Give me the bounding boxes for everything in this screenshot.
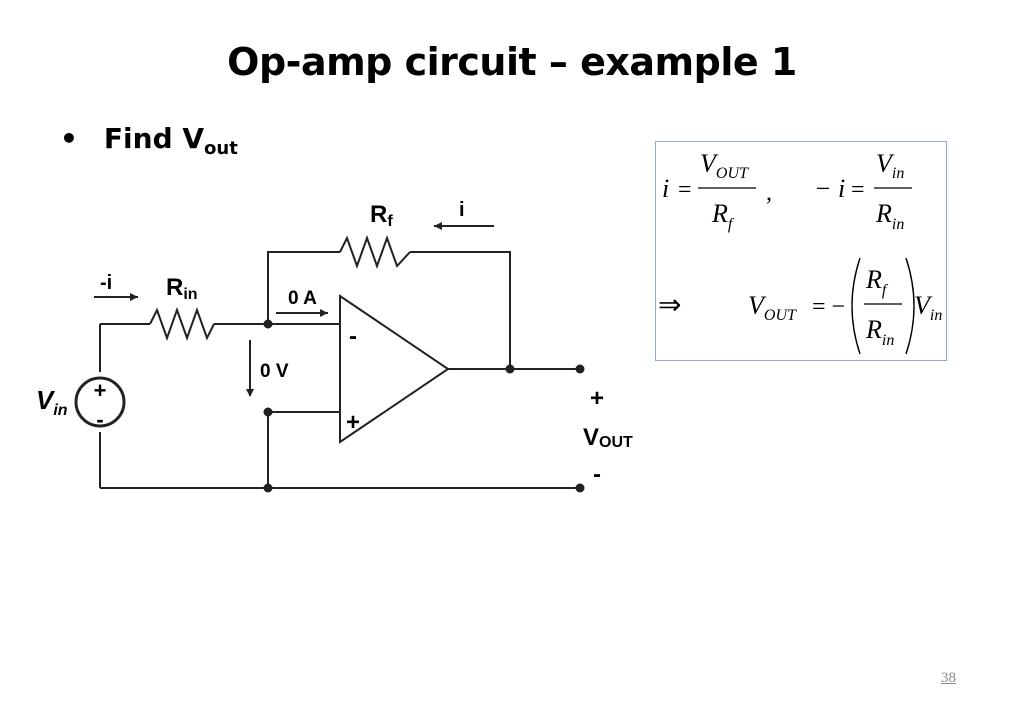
res-lhs: VOUT bbox=[748, 291, 797, 324]
node-output-feedback bbox=[505, 364, 515, 374]
rin-label: Rin bbox=[166, 274, 198, 303]
page-number: 38 bbox=[941, 670, 956, 686]
bullet-text: Find V bbox=[103, 122, 205, 155]
opamp-triangle bbox=[339, 294, 450, 444]
resistor-rf bbox=[339, 235, 411, 269]
eq2-num: Vin bbox=[876, 149, 904, 182]
arrowhead-0a bbox=[320, 309, 328, 317]
eq2-den: Rin bbox=[875, 199, 904, 233]
out-label: VOUT bbox=[583, 424, 633, 451]
node-ground-mid bbox=[263, 483, 273, 493]
node-inverting bbox=[263, 319, 273, 329]
eq1-den: Rf bbox=[711, 199, 735, 233]
eq2-eq: = bbox=[851, 177, 865, 203]
arrowhead-i bbox=[434, 222, 442, 230]
res-num: Rf bbox=[865, 265, 889, 299]
eq2-lhs: − i bbox=[814, 174, 845, 203]
paren-left bbox=[851, 257, 861, 355]
slide-title: Op-amp circuit – example 1 bbox=[227, 40, 797, 84]
eq1-lhs: i bbox=[662, 174, 669, 203]
out-minus: - bbox=[593, 461, 601, 488]
res-tail: Vin bbox=[914, 291, 942, 324]
rf-label: Rf bbox=[370, 201, 393, 230]
equations-svg: i = VOUT Rf , − i = Vin Rin ⇒ VOUT = − R… bbox=[658, 149, 942, 355]
label-0v: 0 V bbox=[260, 361, 289, 382]
paren-right bbox=[905, 257, 915, 355]
implies-arrow: ⇒ bbox=[658, 290, 681, 321]
equation-box: i = VOUT Rf , − i = Vin Rin ⇒ VOUT = − R… bbox=[655, 141, 947, 361]
wire-feedback-right bbox=[410, 251, 511, 369]
source-plus: + bbox=[94, 378, 107, 403]
label-neg-i: -i bbox=[100, 272, 112, 294]
opamp-minus: - bbox=[349, 323, 357, 350]
out-plus: + bbox=[590, 385, 604, 412]
eq-comma: , bbox=[766, 180, 772, 206]
arrowhead-neg-i bbox=[130, 293, 138, 301]
label-i: i bbox=[459, 199, 465, 221]
bullet-find-vout: • Find Vout bbox=[60, 122, 238, 159]
source-label: Vin bbox=[36, 385, 68, 419]
wire-feedback-left bbox=[267, 251, 340, 324]
source-minus: - bbox=[96, 407, 103, 432]
terminal-ground bbox=[575, 483, 585, 493]
res-den: Rin bbox=[865, 315, 894, 349]
eq1-num: VOUT bbox=[700, 149, 749, 182]
eq1-eq: = bbox=[678, 177, 692, 203]
resistor-rin bbox=[149, 307, 215, 341]
bullet-sub: out bbox=[204, 138, 238, 159]
opamp-plus: + bbox=[346, 409, 360, 436]
res-eq: = − bbox=[812, 294, 845, 320]
arrowhead-0v bbox=[246, 389, 254, 397]
terminal-output bbox=[575, 364, 585, 374]
label-0a: 0 A bbox=[288, 288, 317, 309]
voltage-source bbox=[74, 376, 126, 428]
node-noninv bbox=[263, 407, 273, 417]
bullet-dot: • bbox=[60, 122, 78, 155]
